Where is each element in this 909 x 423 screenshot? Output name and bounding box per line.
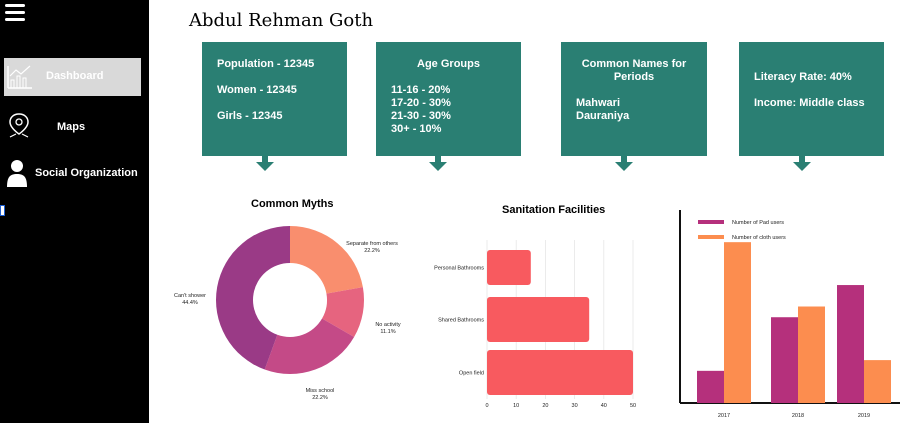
x-tick-label: 2019 (858, 413, 870, 419)
legend-label: Number of Pad users (732, 220, 784, 226)
population-women: Women - 12345 (217, 84, 297, 96)
bar (864, 360, 891, 403)
bar (697, 370, 724, 403)
literacy-card: Literacy Rate: 40% Income: Middle class (739, 42, 884, 156)
myths-chart-title: Common Myths (251, 198, 334, 210)
age-groups-title: Age Groups (417, 58, 480, 70)
page-title: Abdul Rehman Goth (189, 10, 374, 31)
pie-slice-label: Can't shower (174, 293, 206, 299)
bar (487, 250, 531, 285)
legend-swatch (698, 220, 724, 224)
common-name: Dauraniya (576, 110, 630, 122)
sanitation-chart-title: Sanitation Facilities (502, 204, 606, 216)
sidebar-item-dashboard[interactable]: Dashboard (4, 58, 141, 96)
bar (798, 306, 825, 403)
age-groups-card: Age Groups 11-16 - 20% 17-20 - 30% 21-30… (376, 42, 521, 156)
sidebar: Dashboard Maps Social Organization (0, 0, 149, 423)
bar (771, 317, 798, 403)
bar (487, 297, 590, 342)
x-tick-label: 10 (513, 403, 519, 409)
bar (724, 242, 751, 403)
common-names-card: Common Names for Periods Mahwari Daurani… (561, 42, 707, 156)
focus-marker (0, 205, 5, 216)
hamburger-icon[interactable] (5, 4, 25, 22)
common-names-title: Common Names for (581, 58, 687, 70)
legend-label: Number of cloth users (732, 235, 786, 241)
user-icon (7, 160, 27, 187)
pie-slice (264, 318, 355, 374)
pie-slice-label: Miss school (306, 388, 335, 394)
pie-slice-percent: 22.2% (312, 395, 328, 401)
sidebar-item-label: Maps (57, 121, 86, 133)
bar (837, 285, 864, 403)
dashboard-chart-icon (7, 65, 32, 89)
population-card: Population - 12345 Women - 12345 Girls -… (202, 42, 347, 156)
literacy-rate: Literacy Rate: 40% (754, 71, 852, 83)
age-group-row: 30+ - 10% (391, 123, 442, 135)
pie-slice-percent: 44.4% (182, 300, 198, 306)
legend-swatch (698, 235, 724, 239)
pie-slice-label: Separate from others (346, 241, 398, 247)
pie-slice-percent: 22.2% (364, 248, 380, 254)
pie-slice-label: No activity (375, 322, 401, 328)
sidebar-item-label: Dashboard (46, 70, 104, 82)
x-tick-label: 2018 (792, 413, 804, 419)
pie-slice-percent: 11.1% (380, 329, 395, 335)
y-tick-label: Personal Bathrooms (434, 266, 484, 272)
x-tick-label: 40 (601, 403, 607, 409)
population-total: Population - 12345 (217, 58, 315, 70)
pie-slice (322, 287, 364, 337)
income-level: Income: Middle class (754, 97, 865, 109)
y-tick-label: Open field (459, 371, 484, 377)
x-tick-label: 30 (572, 403, 578, 409)
pie-slice (290, 226, 363, 294)
x-tick-label: 2017 (718, 413, 730, 419)
x-tick-label: 0 (485, 403, 488, 409)
age-group-row: 11-16 - 20% (391, 84, 451, 96)
age-group-row: 17-20 - 30% (391, 97, 451, 109)
x-tick-label: 20 (542, 403, 548, 409)
bar (487, 350, 633, 395)
map-pin-icon (9, 113, 29, 138)
age-group-row: 21-30 - 30% (391, 110, 451, 122)
x-tick-label: 50 (630, 403, 636, 409)
y-tick-label: Shared Bathrooms (438, 318, 484, 324)
common-names-title-2: Periods (613, 71, 655, 83)
pie-slice (216, 226, 290, 370)
sidebar-item-label: Social Organization (35, 167, 138, 179)
common-name: Mahwari (576, 97, 621, 109)
population-girls: Girls - 12345 (217, 110, 283, 122)
